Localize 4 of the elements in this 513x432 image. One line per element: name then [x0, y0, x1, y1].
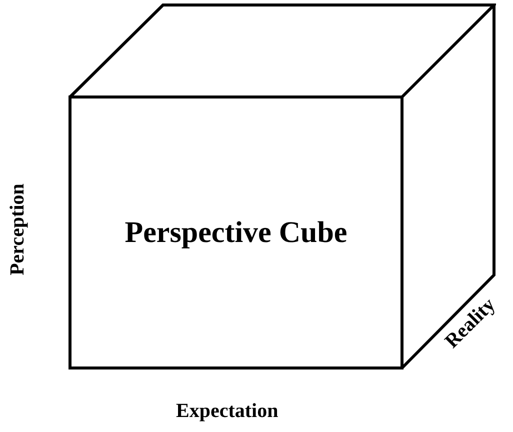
cube-shape: [68, 3, 496, 370]
axis-label: Perception: [6, 184, 30, 276]
axis-label: Expectation: [176, 400, 278, 423]
cube-title: Perspective Cube: [124, 214, 348, 250]
